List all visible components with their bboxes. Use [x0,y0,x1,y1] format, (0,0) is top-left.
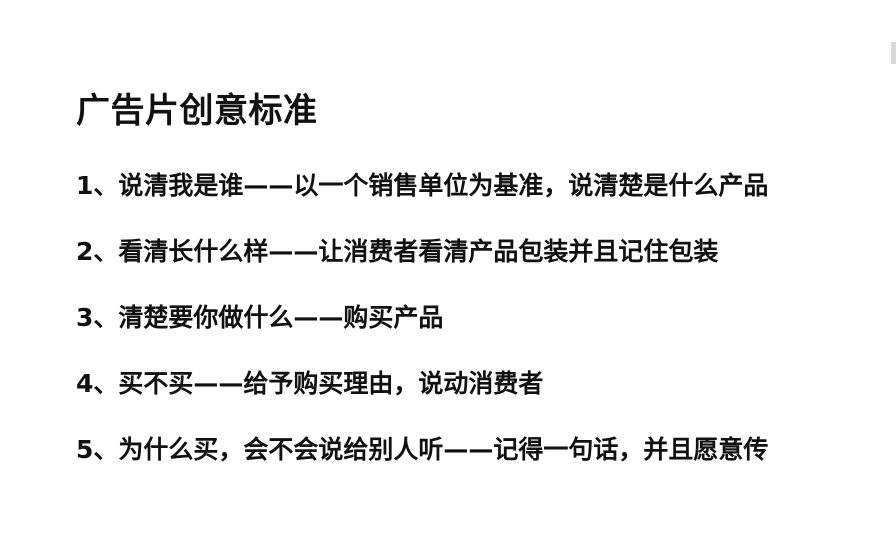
criteria-item-2: 2、看清长什么样——让消费者看清产品包装并且记住包装 [76,237,719,266]
criteria-item-4: 4、买不买——给予购买理由，说动消费者 [76,369,544,398]
criteria-item-1: 1、说清我是谁——以一个销售单位为基准，说清楚是什么产品 [76,171,769,200]
criteria-list: 1、说清我是谁——以一个销售单位为基准，说清楚是什么产品 2、看清长什么样——让… [76,166,768,496]
slide-edge-marker [891,42,896,64]
slide-title: 广告片创意标准 [76,91,318,131]
criteria-item-5: 5、为什么买，会不会说给别人听——记得一句话，并且愿意传 [76,435,769,464]
criteria-item-3: 3、清楚要你做什么——购买产品 [76,303,444,332]
